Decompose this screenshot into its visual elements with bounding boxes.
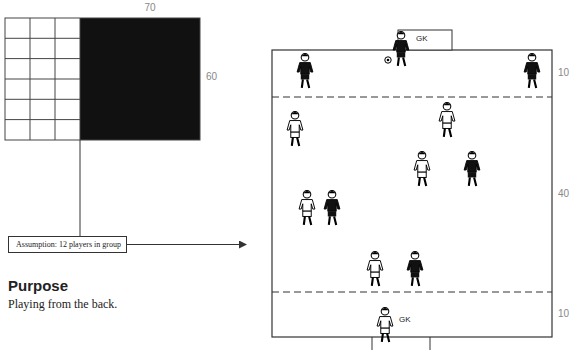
players xyxy=(287,31,540,341)
area-grid xyxy=(5,18,200,140)
dimension-label: 60 xyxy=(206,71,217,82)
leader-arrow xyxy=(127,244,246,245)
zone-depth: 10 xyxy=(558,67,569,78)
section-heading: Purpose xyxy=(8,278,68,295)
zone-depth: 40 xyxy=(558,188,569,199)
goalkeeper-label: GK xyxy=(399,316,411,325)
goalkeeper-label: GK xyxy=(416,35,428,44)
purpose-text: Playing from the back. xyxy=(8,298,117,311)
leader-line xyxy=(80,140,81,236)
note-box: Assumption: 12 players in group xyxy=(8,236,127,253)
pitch xyxy=(272,30,552,350)
ball xyxy=(385,57,391,63)
note-text: Assumption: 12 players in group xyxy=(16,241,119,250)
zone-depth: 10 xyxy=(558,308,569,319)
dimension-label: 70 xyxy=(144,2,155,13)
